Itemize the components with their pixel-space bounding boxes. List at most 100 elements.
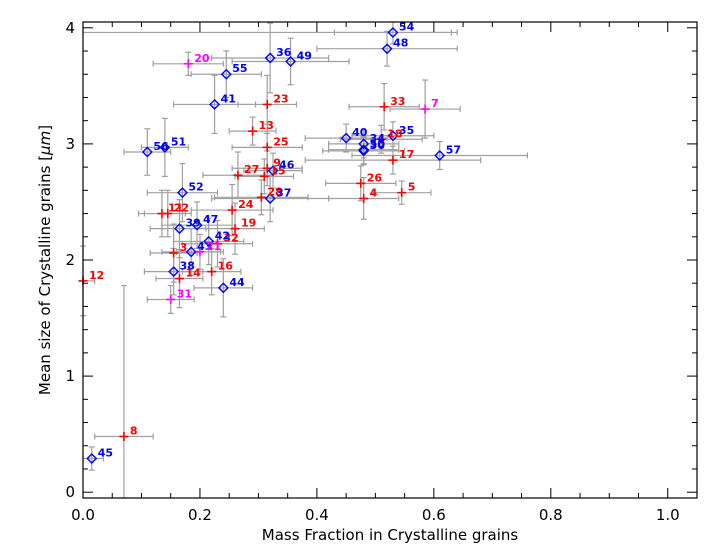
y-tick-label: 0 — [65, 483, 75, 501]
data-point-19 — [230, 224, 240, 234]
error-bar-52 — [146, 163, 219, 223]
data-point-7 — [420, 104, 430, 114]
error-bar-36 — [211, 22, 330, 94]
data-point-15 — [259, 171, 269, 181]
point-label-9: 9 — [273, 156, 281, 169]
data-point-37 — [264, 192, 276, 204]
point-label-36: 36 — [276, 46, 292, 59]
data-point-40 — [340, 132, 352, 144]
point-label-20: 20 — [194, 52, 210, 65]
point-label-24: 24 — [238, 198, 254, 211]
y-tick-label: 3 — [65, 135, 75, 153]
point-label-22: 22 — [174, 202, 189, 215]
error-bar-54 — [333, 21, 452, 45]
data-point-17 — [388, 155, 398, 165]
error-bar-56 — [123, 128, 172, 176]
point-label-42: 42 — [215, 229, 230, 242]
y-axis-label-suffix: ] — [36, 125, 54, 131]
point-label-18: 18 — [387, 127, 402, 140]
data-point-42 — [203, 235, 215, 247]
point-label-55: 55 — [232, 62, 247, 75]
data-point-49 — [285, 55, 297, 67]
data-point-3 — [169, 248, 179, 258]
data-point-18 — [376, 134, 386, 144]
data-point-51 — [159, 141, 171, 153]
data-point-28 — [256, 192, 266, 202]
axis-ticks — [82, 22, 697, 498]
data-point-23 — [262, 99, 272, 109]
point-label-32: 32 — [223, 232, 238, 245]
point-label-43: 43 — [197, 240, 212, 253]
data-point-14 — [174, 274, 184, 284]
data-point-44 — [217, 282, 229, 294]
point-label-19: 19 — [241, 217, 256, 230]
point-label-31: 31 — [177, 287, 192, 300]
point-label-30: 30 — [370, 139, 386, 152]
data-point-13 — [248, 126, 258, 136]
data-point-33 — [379, 102, 389, 112]
point-label-12: 12 — [89, 269, 104, 282]
point-label-57: 57 — [446, 144, 461, 157]
point-label-13: 13 — [259, 119, 274, 132]
point-label-41: 41 — [221, 92, 236, 105]
point-label-46: 46 — [279, 159, 295, 172]
data-point-31 — [166, 294, 176, 304]
point-label-54: 54 — [399, 20, 415, 33]
error-bar-37 — [211, 174, 330, 223]
y-tick-label: 1 — [65, 367, 75, 385]
data-point-48 — [381, 43, 393, 55]
point-label-8: 8 — [130, 424, 138, 437]
point-label-33: 33 — [390, 95, 405, 108]
point-label-21: 21 — [206, 240, 221, 253]
error-bar-51 — [140, 117, 189, 178]
point-label-45: 45 — [98, 447, 113, 460]
data-point-39 — [173, 223, 185, 235]
point-label-11: 11 — [168, 202, 183, 215]
data-point-38 — [168, 266, 180, 278]
error-bar-44 — [193, 258, 254, 318]
data-point-43 — [185, 246, 197, 258]
data-point-47 — [191, 219, 203, 231]
point-label-38: 38 — [180, 260, 195, 273]
point-label-7: 7 — [431, 97, 439, 110]
point-label-44: 44 — [229, 276, 245, 289]
data-point-22 — [163, 209, 173, 219]
data-point-45 — [86, 453, 98, 465]
x-axis-label: Mass Fraction in Crystalline grains — [262, 526, 519, 544]
x-tick-label: 0.2 — [188, 506, 212, 524]
y-axis-label-unit: μm — [36, 131, 54, 156]
data-point-41 — [209, 98, 221, 110]
point-label-25: 25 — [273, 135, 288, 148]
point-label-47: 47 — [203, 213, 218, 226]
point-label-50: 50 — [370, 138, 386, 151]
point-label-27: 27 — [244, 163, 259, 176]
error-bar-42 — [173, 217, 245, 266]
point-label-39: 39 — [185, 217, 200, 230]
error-bar-31 — [146, 284, 195, 315]
point-label-23: 23 — [273, 92, 288, 105]
point-label-4: 4 — [370, 186, 378, 199]
point-label-35: 35 — [399, 124, 414, 137]
point-label-26: 26 — [367, 171, 383, 184]
data-point-25 — [262, 142, 272, 152]
point-label-56: 56 — [153, 140, 169, 153]
y-axis-label: Mean size of Crystalline grains [μm] — [36, 125, 54, 395]
data-point-56 — [141, 146, 153, 158]
error-bar-48 — [316, 30, 458, 67]
x-tick-label: 1.0 — [656, 506, 680, 524]
data-point-8 — [119, 431, 129, 441]
error-bar-47 — [161, 201, 233, 249]
point-label-17: 17 — [399, 148, 414, 161]
data-point-4 — [359, 193, 369, 203]
data-point-52 — [176, 187, 188, 199]
data-point-34 — [358, 138, 370, 150]
x-tick-label: 0.6 — [422, 506, 446, 524]
data-point-32 — [212, 239, 222, 249]
data-point-35 — [387, 130, 399, 142]
point-label-48: 48 — [393, 37, 408, 50]
point-label-28: 28 — [267, 185, 282, 198]
data-point-54 — [387, 26, 399, 38]
point-label-14: 14 — [185, 267, 201, 280]
